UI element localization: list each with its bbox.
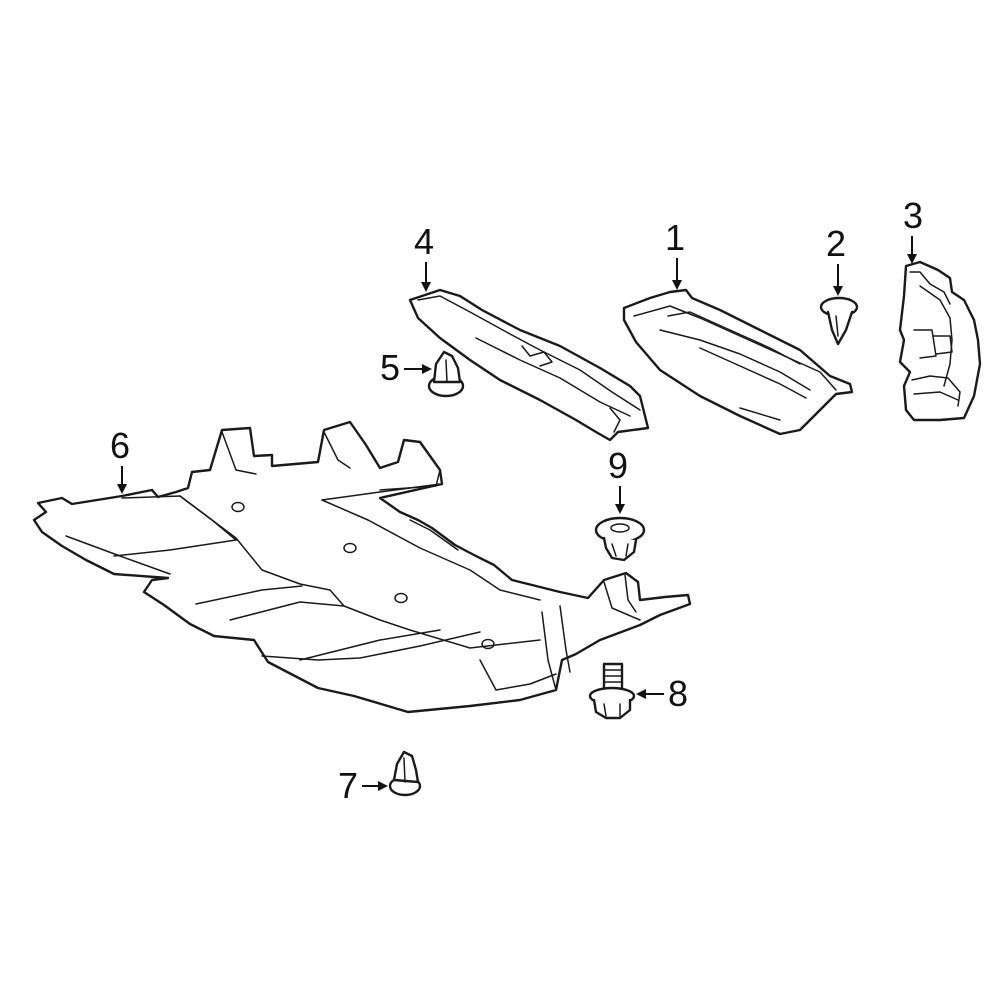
callout-9: 9 bbox=[608, 445, 628, 514]
part-3-side-deflector[interactable] bbox=[898, 260, 982, 422]
callout-label-2: 2 bbox=[826, 223, 846, 264]
callout-1: 1 bbox=[665, 217, 685, 290]
part-5-push-clip[interactable] bbox=[427, 350, 465, 398]
callout-3: 3 bbox=[903, 195, 923, 264]
callout-label-9: 9 bbox=[608, 445, 628, 486]
callout-7: 7 bbox=[338, 765, 388, 806]
callout-label-5: 5 bbox=[380, 347, 400, 388]
callout-6: 6 bbox=[110, 425, 130, 494]
part-9-nut[interactable] bbox=[594, 516, 646, 562]
callout-label-7: 7 bbox=[338, 765, 358, 806]
callout-2: 2 bbox=[826, 223, 846, 296]
callout-5: 5 bbox=[380, 347, 432, 388]
callout-label-8: 8 bbox=[668, 673, 688, 714]
callout-4: 4 bbox=[414, 221, 434, 292]
part-2-retainer-clip[interactable] bbox=[819, 296, 859, 346]
part-8-bolt[interactable] bbox=[588, 662, 636, 720]
callout-label-6: 6 bbox=[110, 425, 130, 466]
part-6-engine-under-cover[interactable] bbox=[32, 420, 692, 714]
part-1-air-deflector[interactable] bbox=[622, 288, 854, 436]
part-7-push-clip[interactable] bbox=[388, 750, 422, 797]
callout-label-1: 1 bbox=[665, 217, 685, 258]
callout-label-4: 4 bbox=[414, 221, 434, 262]
part-4-splash-shield[interactable] bbox=[408, 288, 650, 442]
callout-label-3: 3 bbox=[903, 195, 923, 236]
callout-8: 8 bbox=[636, 673, 688, 714]
